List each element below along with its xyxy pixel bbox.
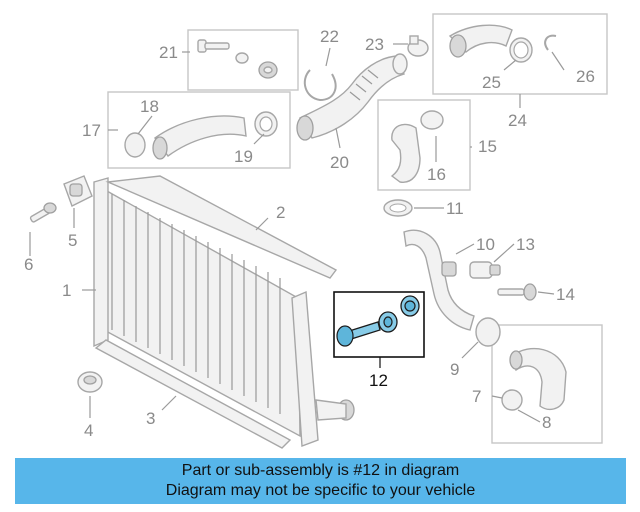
callout-9: 9 <box>450 360 459 379</box>
callout-12: 12 <box>369 371 388 390</box>
part-24-assembly <box>448 24 557 63</box>
callout-26: 26 <box>576 67 595 86</box>
part-4-grommet <box>77 371 103 393</box>
callout-6: 6 <box>24 255 33 274</box>
part-15-assembly <box>390 110 444 183</box>
callout-20: 20 <box>330 153 349 172</box>
part-20-hose <box>296 53 408 141</box>
callouts: 21 22 23 20 18 17 19 25 26 24 15 16 11 1… <box>24 27 595 440</box>
callout-11: 11 <box>446 199 464 218</box>
part-13-sensor <box>469 261 501 279</box>
callout-22: 22 <box>320 27 339 46</box>
part-22-clip <box>303 69 337 102</box>
callout-3: 3 <box>146 409 155 428</box>
callout-17: 17 <box>82 121 101 140</box>
group-box-21 <box>187 29 299 91</box>
leader-lines <box>29 43 565 423</box>
part-9-clamp <box>475 317 501 347</box>
callout-1: 1 <box>62 281 71 300</box>
part-14-bolt <box>497 283 537 301</box>
callout-2: 2 <box>276 203 285 222</box>
callout-4: 4 <box>84 421 93 440</box>
callout-21: 21 <box>159 43 178 62</box>
part-12-hardware <box>336 295 420 347</box>
part-23-clamp <box>407 35 429 57</box>
part-5-bracket <box>63 175 93 207</box>
part-3-strip <box>94 339 292 449</box>
info-banner: Part or sub-assembly is #12 in diagram D… <box>15 458 626 504</box>
part-11-clamp <box>383 199 413 217</box>
callout-16: 16 <box>427 165 446 184</box>
banner-line-part: Part or sub-assembly is #12 in diagram <box>181 462 460 479</box>
callout-14: 14 <box>556 285 575 304</box>
callout-18: 18 <box>140 97 159 116</box>
part-6-bolt <box>29 202 57 223</box>
banner-line-disclaimer: Diagram may not be specific to your vehi… <box>165 482 476 499</box>
callout-10: 10 <box>476 235 495 254</box>
part-10-pipe <box>403 229 475 331</box>
callout-23: 23 <box>365 35 384 54</box>
callout-5: 5 <box>68 231 77 250</box>
callout-7: 7 <box>472 387 481 406</box>
part-21-hardware <box>197 39 278 79</box>
group-box-15 <box>377 99 471 191</box>
callout-19: 19 <box>234 147 253 166</box>
callout-15: 15 <box>478 137 497 156</box>
group-box-7 <box>491 324 603 444</box>
part-2-strip <box>105 175 338 279</box>
part-1-intercooler <box>93 177 355 447</box>
callout-13: 13 <box>516 235 535 254</box>
callout-24: 24 <box>508 111 527 130</box>
part-7-assembly <box>501 347 567 411</box>
callout-25: 25 <box>482 73 501 92</box>
callout-8: 8 <box>542 413 551 432</box>
part-17-assembly <box>124 111 278 160</box>
